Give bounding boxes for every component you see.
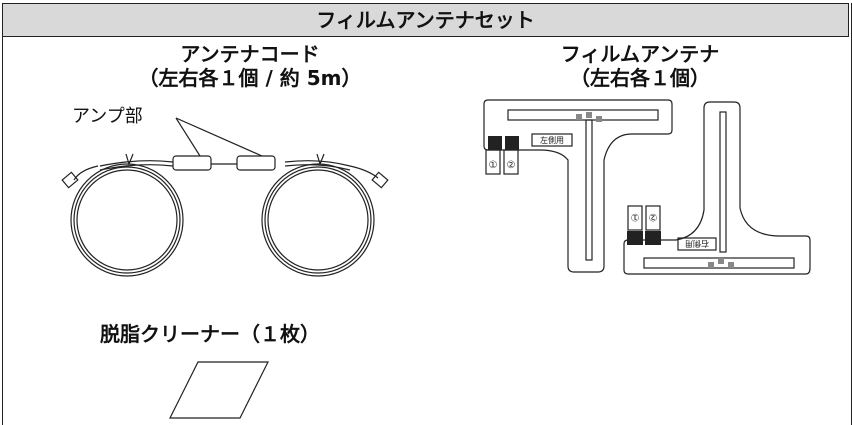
right-side-label: 右側用 bbox=[685, 239, 709, 249]
cleaner-title: 脱脂クリーナー（１枚） bbox=[100, 322, 320, 346]
terminal-1-label-right: ① bbox=[630, 211, 639, 222]
antenna-cord-quantity: （左右各１個 / 約 5m） bbox=[138, 66, 362, 90]
amp-label: アンプ部 bbox=[72, 106, 143, 127]
terminal-1-label: ① bbox=[489, 160, 498, 171]
section-header: フィルムアンテナセット bbox=[2, 3, 849, 37]
terminal-2-label: ② bbox=[507, 160, 516, 171]
antenna-cord-title: アンテナコード bbox=[180, 42, 320, 66]
film-antenna-quantity: （左右各１個） bbox=[570, 66, 710, 90]
terminal-2-label-right: ② bbox=[648, 211, 657, 222]
film-antenna-title: フィルムアンテナ bbox=[560, 42, 720, 66]
left-side-label: 左側用 bbox=[540, 135, 564, 145]
